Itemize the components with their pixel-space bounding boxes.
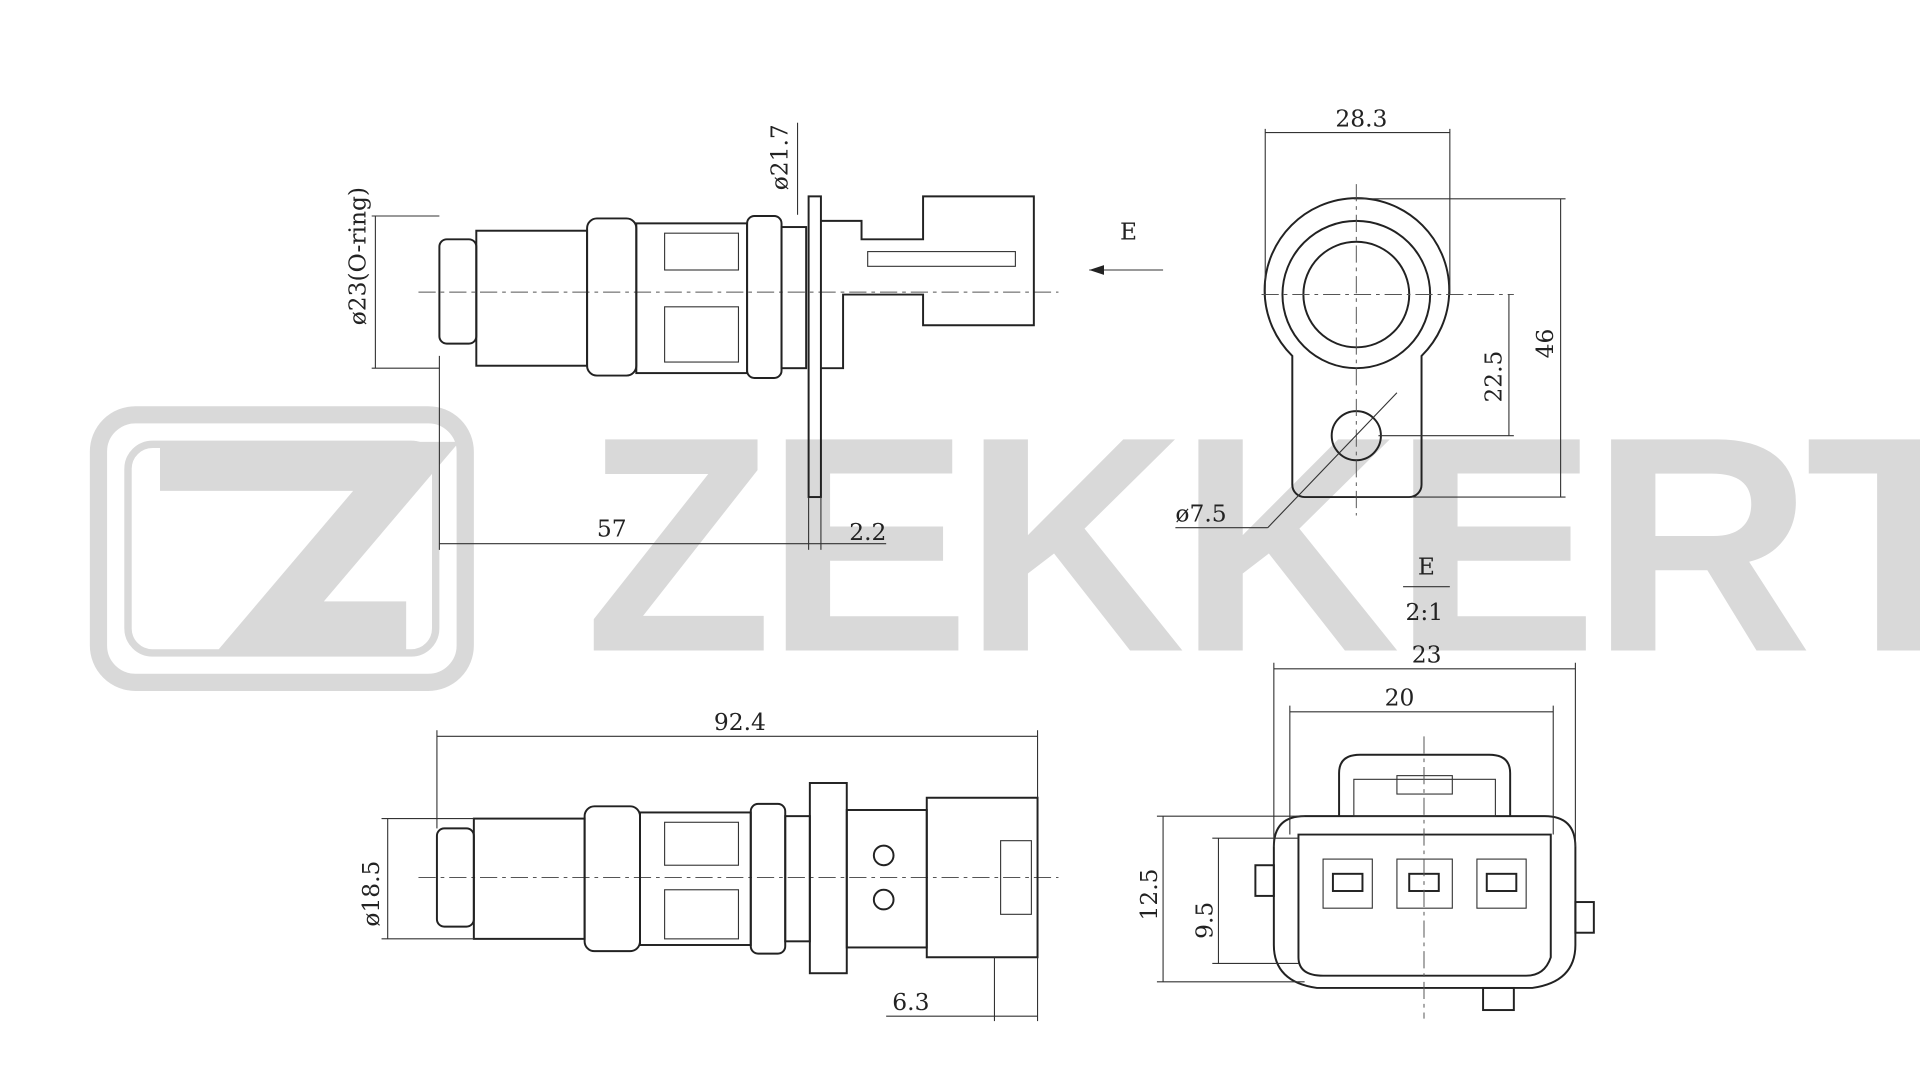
detail-view-e: E 2:1 23 20 12.5 9.5 <box>1135 552 1595 1019</box>
detail-label: E <box>1418 552 1435 580</box>
dim-height: 46 <box>1531 329 1559 359</box>
view-arrow-label: E <box>1120 217 1137 245</box>
side-view: ø23(O-ring) ø21.7 57 2.2 E <box>344 122 1164 550</box>
dim-connector-offset: 6.3 <box>892 988 929 1016</box>
dim-inner-width: 20 <box>1385 684 1415 712</box>
top-view: 92.4 ø18.5 6.3 <box>357 708 1059 1022</box>
dim-length: 57 <box>597 514 627 542</box>
dim-hole-offset: 22.5 <box>1480 351 1508 403</box>
dim-width: 28.3 <box>1335 104 1387 132</box>
end-view: 28.3 46 22.5 ø7.5 <box>1175 104 1566 529</box>
dim-hole-diameter: ø7.5 <box>1175 500 1226 528</box>
dim-outer-width: 23 <box>1412 641 1442 669</box>
watermark-logo: ZEKKERT <box>89 374 1920 717</box>
dim-inner-height: 9.5 <box>1190 902 1218 939</box>
dim-overall-length: 92.4 <box>714 708 766 736</box>
watermark-text: ZEKKERT <box>585 374 1920 717</box>
dim-flange-diameter: ø21.7 <box>766 124 794 190</box>
dim-flange-thickness: 2.2 <box>849 518 886 546</box>
dim-outer-height: 12.5 <box>1135 869 1163 921</box>
dim-body-diameter: ø18.5 <box>357 861 385 927</box>
dim-oring-diameter: ø23(O-ring) <box>344 187 372 325</box>
detail-scale: 2:1 <box>1406 598 1444 626</box>
